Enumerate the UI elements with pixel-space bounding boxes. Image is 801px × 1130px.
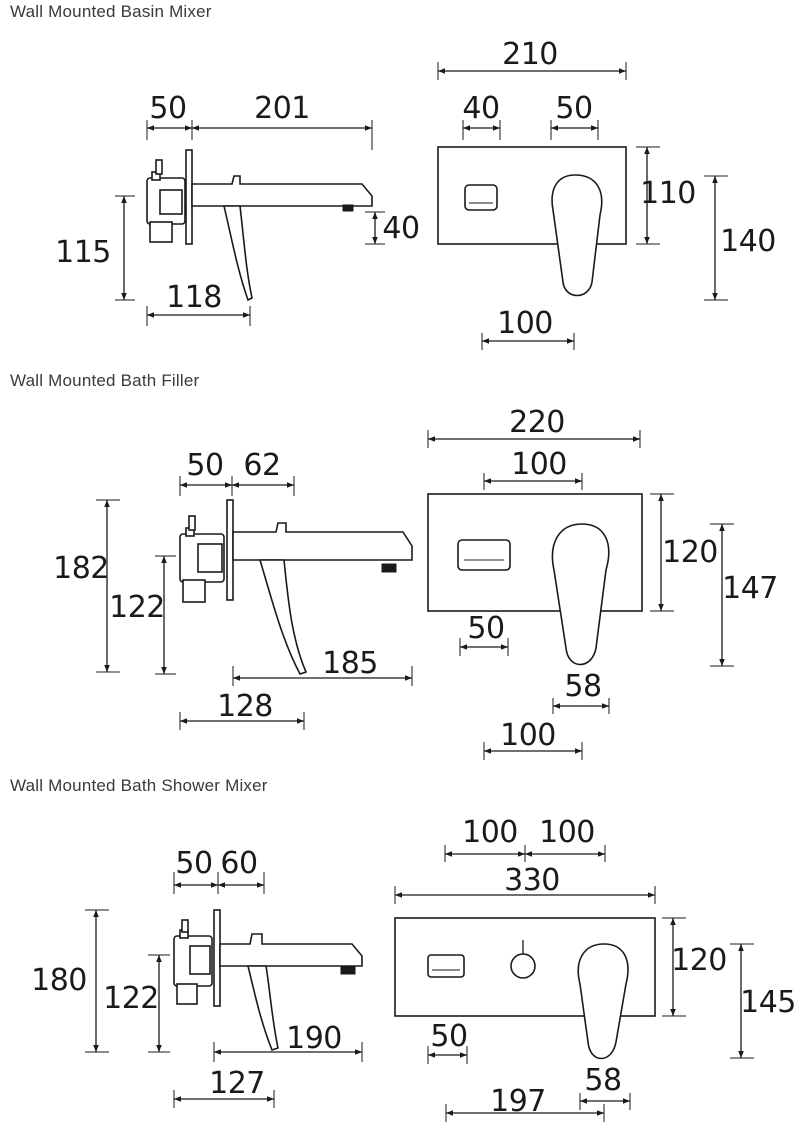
bath-shower-mixer-front-view <box>394 917 656 1060</box>
dim-shower-120: 120 <box>671 943 727 978</box>
dim-basin-210: 210 <box>502 37 558 72</box>
dim-shower-60: 60 <box>220 846 257 881</box>
bath-shower-mixer-dimensions: 50 60 100 100 330 180 122 190 <box>31 815 796 1122</box>
dim-basin-201: 201 <box>254 91 310 126</box>
dim-bath-220: 220 <box>509 405 565 440</box>
dim-bath-100-bottom: 100 <box>500 718 556 753</box>
bath-shower-mixer-side-view <box>173 909 363 1051</box>
dim-shower-100-left: 100 <box>462 815 518 850</box>
dim-bath-128: 128 <box>217 689 273 724</box>
dim-bath-100-top: 100 <box>511 447 567 482</box>
dim-bath-120: 120 <box>662 535 718 570</box>
basin-mixer-dimensions: 50 201 210 40 50 110 140 1 <box>55 37 776 350</box>
basin-mixer-front-view <box>437 146 627 297</box>
dim-basin-100: 100 <box>497 306 553 341</box>
dim-shower-50-top: 50 <box>175 846 212 881</box>
dim-basin-50-top: 50 <box>149 91 186 126</box>
dim-basin-140: 140 <box>720 224 776 259</box>
dim-basin-110: 110 <box>640 176 696 211</box>
dim-shower-127: 127 <box>209 1066 265 1101</box>
dim-shower-100-right: 100 <box>539 815 595 850</box>
dim-shower-145: 145 <box>740 985 796 1020</box>
dim-basin-40-top: 40 <box>462 91 499 126</box>
bath-filler-dimensions: 50 62 220 100 182 122 185 <box>53 405 778 760</box>
dim-shower-58: 58 <box>584 1063 621 1098</box>
dim-bath-50-switch: 50 <box>467 611 504 646</box>
section-title-bath-shower-mixer: Wall Mounted Bath Shower Mixer <box>10 776 268 795</box>
dim-bath-182: 182 <box>53 551 109 586</box>
dim-bath-147: 147 <box>722 571 778 606</box>
dim-shower-330: 330 <box>504 863 560 898</box>
dim-basin-50-right: 50 <box>555 91 592 126</box>
dim-shower-190: 190 <box>286 1021 342 1056</box>
dim-bath-58: 58 <box>564 669 601 704</box>
dim-basin-40-spout: 40 <box>382 211 419 246</box>
dim-shower-122: 122 <box>103 981 159 1016</box>
dim-bath-122: 122 <box>109 590 165 625</box>
basin-mixer-side-view <box>146 149 373 302</box>
dim-shower-50-switch: 50 <box>430 1019 467 1054</box>
section-title-bath-filler: Wall Mounted Bath Filler <box>10 371 200 390</box>
section-title-basin-mixer: Wall Mounted Basin Mixer <box>10 2 212 21</box>
dim-bath-62: 62 <box>243 448 280 483</box>
bath-filler-side-view <box>179 499 413 675</box>
dim-basin-115: 115 <box>55 235 111 270</box>
dim-bath-50-top: 50 <box>186 448 223 483</box>
dim-bath-185: 185 <box>322 646 378 681</box>
dim-shower-180: 180 <box>31 963 87 998</box>
dim-basin-118: 118 <box>166 280 222 315</box>
bath-filler-front-view <box>427 493 643 666</box>
dim-shower-197: 197 <box>490 1084 546 1119</box>
